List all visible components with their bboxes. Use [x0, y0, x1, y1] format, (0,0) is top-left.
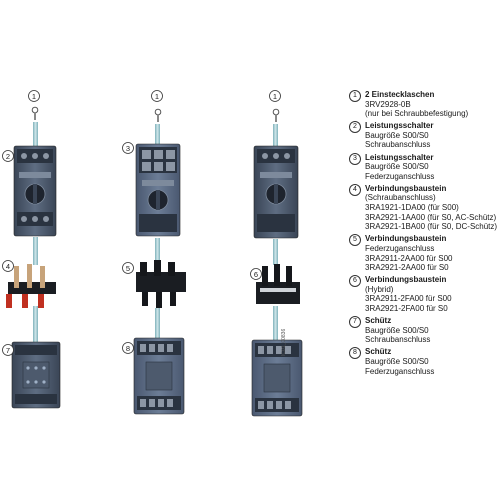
legend-number: 7: [349, 316, 361, 329]
legend-line: 3RV2928-0B: [365, 99, 411, 109]
rod: [155, 238, 160, 260]
callout-8-label: 8: [126, 344, 130, 353]
legend-number: 6: [349, 275, 361, 288]
legend-title: Schütz: [365, 316, 392, 326]
legend-line: Federzuganschluss: [365, 171, 435, 181]
legend-number: 3: [349, 152, 361, 165]
legend-number: 1: [349, 90, 361, 102]
contactor-spring: [133, 337, 185, 415]
legend-entry: 6 Verbindungsbaustein(Hybrid)3RA2911-2FA0…: [348, 275, 498, 313]
callout-1-label: 1: [32, 92, 36, 101]
rod: [273, 306, 278, 340]
contactor-screw: [11, 341, 61, 409]
legend-line: 3RA2921-1AA00 (für S0, AC-Schütz): [365, 212, 497, 222]
circuit-breaker-screw: [13, 145, 57, 237]
legend-line: Baugröße S00/S0: [365, 325, 429, 335]
plug-in-lug: [154, 108, 162, 122]
callout-3-label: 3: [126, 144, 130, 153]
rod: [273, 239, 278, 265]
callout-4-circle: [2, 260, 14, 272]
callout-1-circle: [28, 90, 40, 102]
rod: [155, 308, 160, 338]
rod: [155, 124, 160, 146]
figure-code: IC01_00836: [281, 328, 287, 356]
legend-title: Verbindungsbaustein: [365, 183, 447, 193]
rod: [33, 306, 38, 342]
legend-title: Leistungsschalter: [365, 121, 434, 131]
callout-1-circle: [269, 90, 281, 102]
legend-title: Schütz: [365, 347, 392, 357]
legend-line: 3RA2921-2FA00 für S0: [365, 303, 448, 313]
legend-line: Federzuganschluss: [365, 366, 435, 376]
link-module-screw: [6, 264, 56, 308]
callout-2-label: 2: [6, 152, 10, 161]
legend-line: (Hybrid): [365, 284, 394, 294]
legend-line: 3RA1921-1DA00 (für S00): [365, 203, 459, 213]
legend-number: 8: [349, 347, 361, 360]
callout-5-circle: [122, 262, 134, 274]
circuit-breaker-spring: [135, 143, 181, 237]
legend-line: Baugröße S00/S0: [365, 162, 429, 172]
legend-number: 4: [349, 183, 361, 196]
callout-6-label: 6: [254, 270, 258, 279]
legend-line: (Schraubanschluss): [365, 193, 436, 203]
legend-line: (nur bei Schraubbefestigung): [365, 109, 469, 119]
legend-line: 3RA2921-2AA00 für S0: [365, 263, 449, 273]
circuit-breaker-screw: [253, 145, 299, 239]
rod: [273, 124, 278, 146]
assembly-illustration: 1 2 4 7: [2, 90, 303, 417]
callout-1-label: 1: [155, 92, 159, 101]
legend-line: Baugröße S00/S0: [365, 130, 429, 140]
callout-4-label: 4: [6, 262, 10, 271]
callout-3-circle: [122, 142, 134, 154]
legend-title: Verbindungsbaustein: [365, 275, 447, 285]
contactor-spring: [251, 339, 303, 417]
legend-line: Baugröße S00/S0: [365, 356, 429, 366]
legend-title: 2 Einstecklaschen: [365, 90, 435, 99]
rod: [33, 237, 38, 265]
callout-1-label: 1: [273, 92, 277, 101]
legend-line: Schraubanschluss: [365, 140, 431, 150]
legend-line: 3RA2911-2FA00 für S00: [365, 294, 452, 304]
plug-in-lug: [31, 106, 39, 120]
legend-number: 5: [349, 234, 361, 247]
legend-number: 2: [349, 121, 361, 134]
legend-line: Schraubanschluss: [365, 335, 431, 345]
legend-line: 3RA2921-1BA00 (für S0, DC-Schütz): [365, 222, 498, 232]
plug-in-lug: [272, 108, 280, 122]
callout-6-circle: [250, 268, 262, 280]
callout-1-circle: [151, 90, 163, 102]
callout-8-circle: [122, 342, 134, 354]
legend-title: Verbindungsbaustein: [365, 234, 447, 244]
link-module-spring: [136, 260, 186, 308]
rod: [33, 122, 38, 146]
legend-line: Federzuganschluss: [365, 243, 435, 253]
callout-5-label: 5: [126, 264, 130, 273]
legend-line: 3RA2911-2AA00 für S00: [365, 253, 453, 263]
callout-7-circle: [2, 344, 14, 356]
legend-title: Leistungsschalter: [365, 152, 434, 162]
callout-2-circle: [2, 150, 14, 162]
link-module-hybrid: [256, 264, 300, 304]
callout-7-label: 7: [6, 346, 10, 355]
